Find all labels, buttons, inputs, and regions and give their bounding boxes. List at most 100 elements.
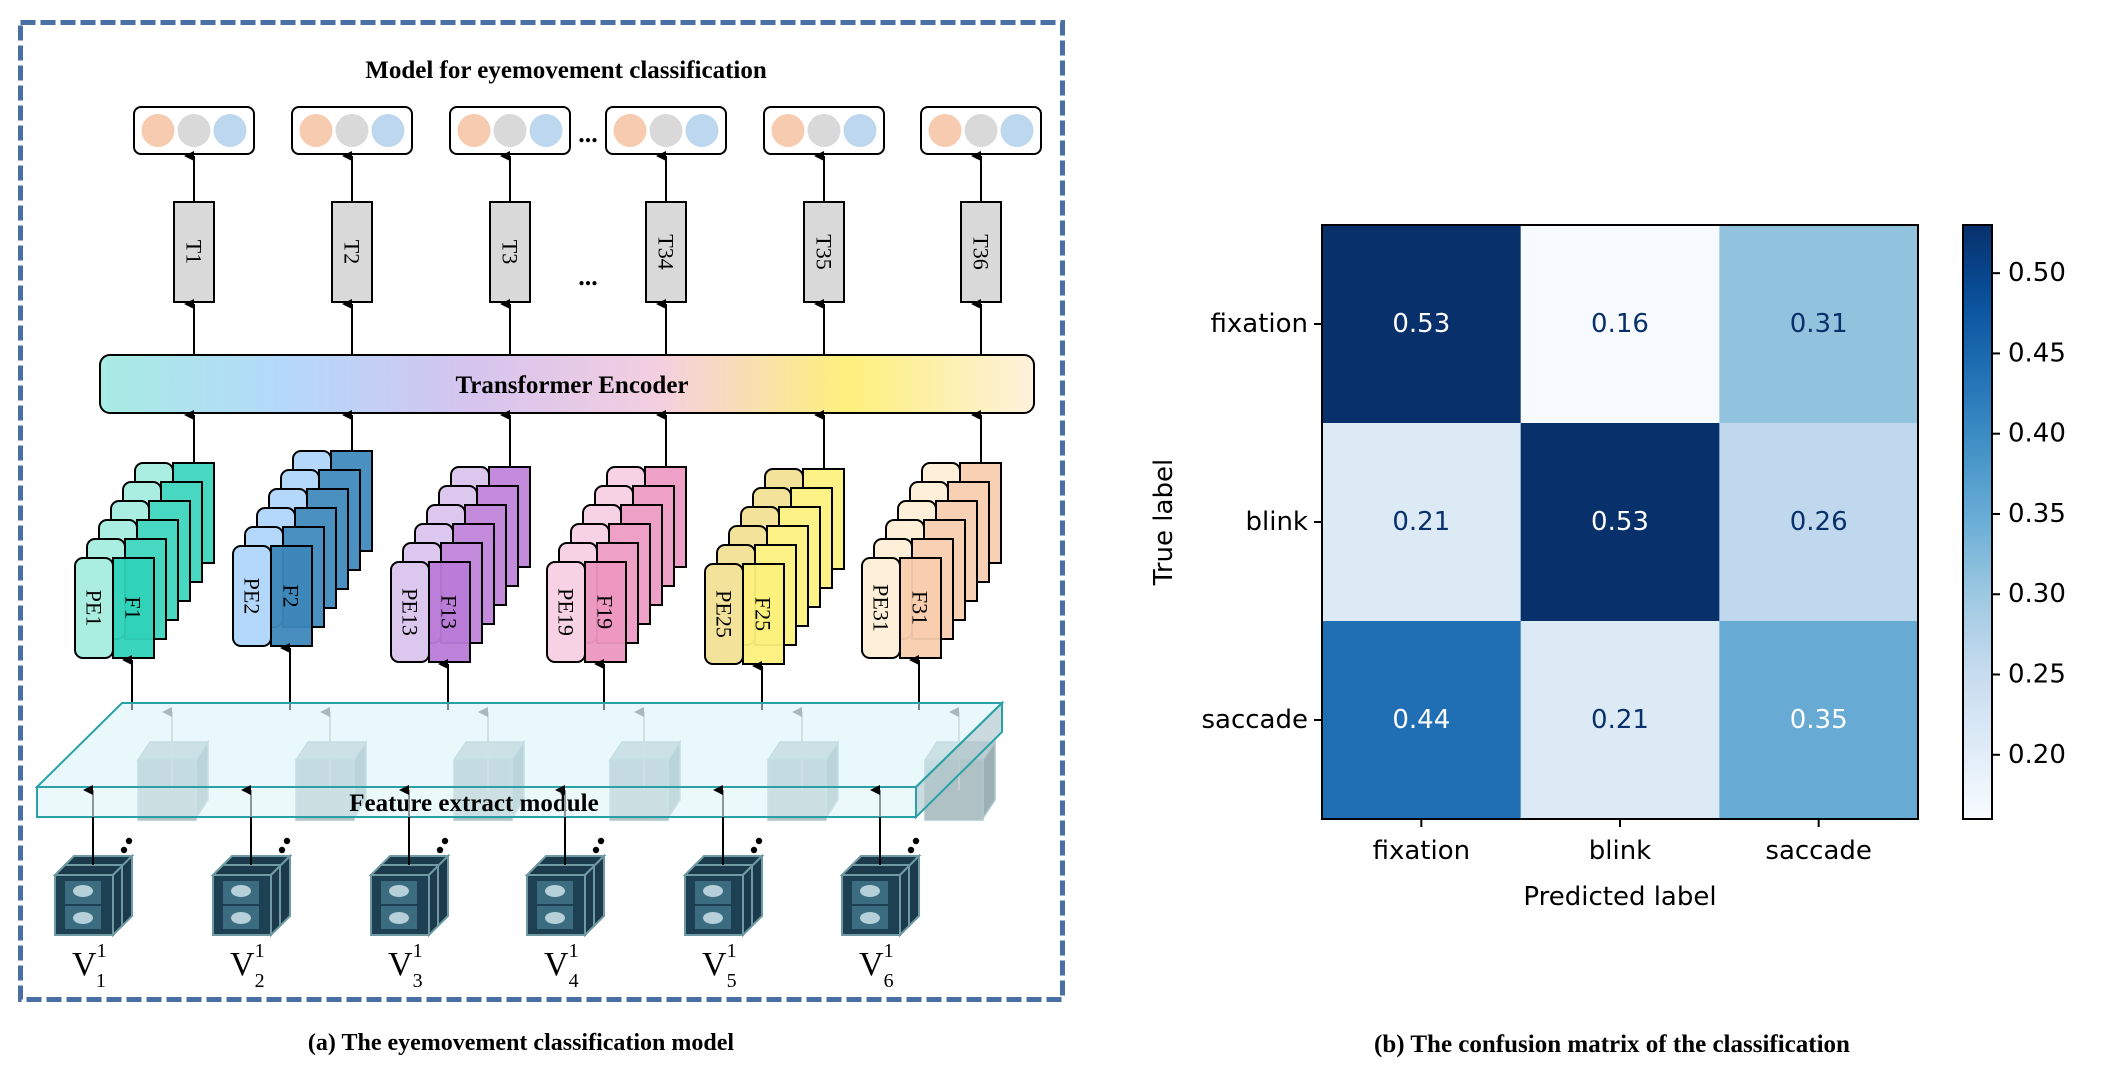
class-probability-circle [928,114,962,147]
token-box: T36 [960,201,1002,303]
heatmap-cell [1322,423,1522,622]
token-label: T1 [182,240,207,264]
panel-a-caption: (a) The eyemovement classification model [308,1030,734,1056]
class-probability-circle [771,114,805,147]
feature-module-label: Feature extract module [349,790,598,817]
token-column: T3 [449,106,571,355]
pe-label: PE13 [398,588,423,636]
cell-value-label: 0.21 [1392,507,1450,537]
stack-ellipsis-dot [750,846,758,854]
class-output-box [605,106,727,155]
y-tick-label: saccade [1201,705,1308,735]
panel-b-caption: (b) The confusion matrix of the classifi… [1374,1031,1850,1058]
slab-side-face [915,700,1003,820]
heatmap-cell [1322,621,1522,820]
token-column: T1 [133,106,255,355]
feature-card-front: PE13 F13 [390,561,471,663]
f-card [270,545,313,647]
y-axis-label: True label [1149,459,1179,586]
heatmap-cell [1520,423,1720,622]
heatmap-cell [1719,621,1919,820]
stack-ellipsis-dot [125,837,133,845]
token-label: T3 [498,240,523,264]
x-axis-label: Predicted label [1523,882,1716,912]
stack-ellipsis-dot [755,837,763,845]
feature-extract-module: Feature extract module [34,700,1005,821]
f-card [899,557,942,659]
feature-card-front: PE31 F31 [861,557,942,659]
heatmap-cell [1520,621,1720,820]
feature-stack: PE31 F31 [861,410,1002,710]
f-label: F25 [751,597,776,631]
colorbar-tick-label: 0.35 [2008,499,2066,529]
class-probability-circle [685,114,719,147]
heatmap-cell [1719,423,1919,622]
dashed-border [18,20,1065,1002]
class-probability-circle [493,114,527,147]
slab-top-face [34,702,1005,788]
colorbar-ticks: 0.200.250.300.350.400.450.50 [1992,258,2066,770]
heatmap-cell [1322,225,1522,424]
feature-stack: PE13 F13 [390,410,531,710]
class-probability-circle [613,114,647,147]
pe-label: PE2 [240,578,265,615]
token-box: T2 [331,201,373,303]
class-probability-circle [649,114,683,147]
colorbar-tick-label: 0.40 [2008,419,2066,449]
stack-ellipsis-dot [907,846,915,854]
colorbar-tick-label: 0.30 [2008,579,2066,609]
transformer-encoder-label: Transformer Encoder [455,372,688,399]
token-box: T3 [489,201,531,303]
class-probability-circle [807,114,841,147]
token-label: T36 [969,234,994,269]
x-tick-label: fixation [1373,836,1471,866]
class-probability-circle [141,114,175,147]
heatmap-cell [1719,225,1919,424]
class-probability-circle [529,114,563,147]
stack-ellipsis-dot [441,837,449,845]
f-label: F13 [437,595,462,629]
class-probability-circle [1000,114,1034,147]
colorbar [1962,224,1993,820]
heatmap-cell [1520,225,1720,424]
f-label: F19 [593,595,618,629]
class-probability-circle [457,114,491,147]
stack-ellipsis-dot [278,846,286,854]
class-probability-circle [299,114,333,147]
cell-value-label: 0.53 [1591,507,1649,537]
transformer-encoder-block [99,354,1035,414]
token-box: T34 [645,201,687,303]
class-output-box [920,106,1042,155]
stack-ellipsis-dot [120,846,128,854]
class-probability-circle [371,114,405,147]
panel-a-title: Model for eyemovement classification [365,57,767,84]
class-probability-circle [964,114,998,147]
f-label: F31 [908,591,933,625]
token-ellipsis: ... [578,262,598,291]
token-box: T1 [173,201,215,303]
colorbar-tick-label: 0.20 [2008,740,2066,770]
token-column: T36 [920,106,1042,355]
stack-ellipsis-dot [912,837,920,845]
pe-label: PE31 [869,584,894,632]
cell-value-label: 0.26 [1790,507,1848,537]
